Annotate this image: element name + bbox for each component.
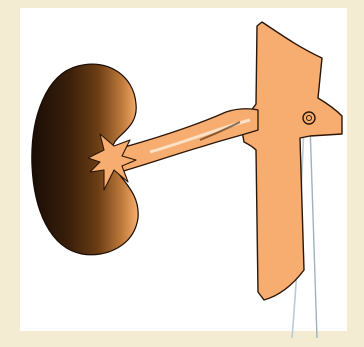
bladder-shape [240,22,342,300]
